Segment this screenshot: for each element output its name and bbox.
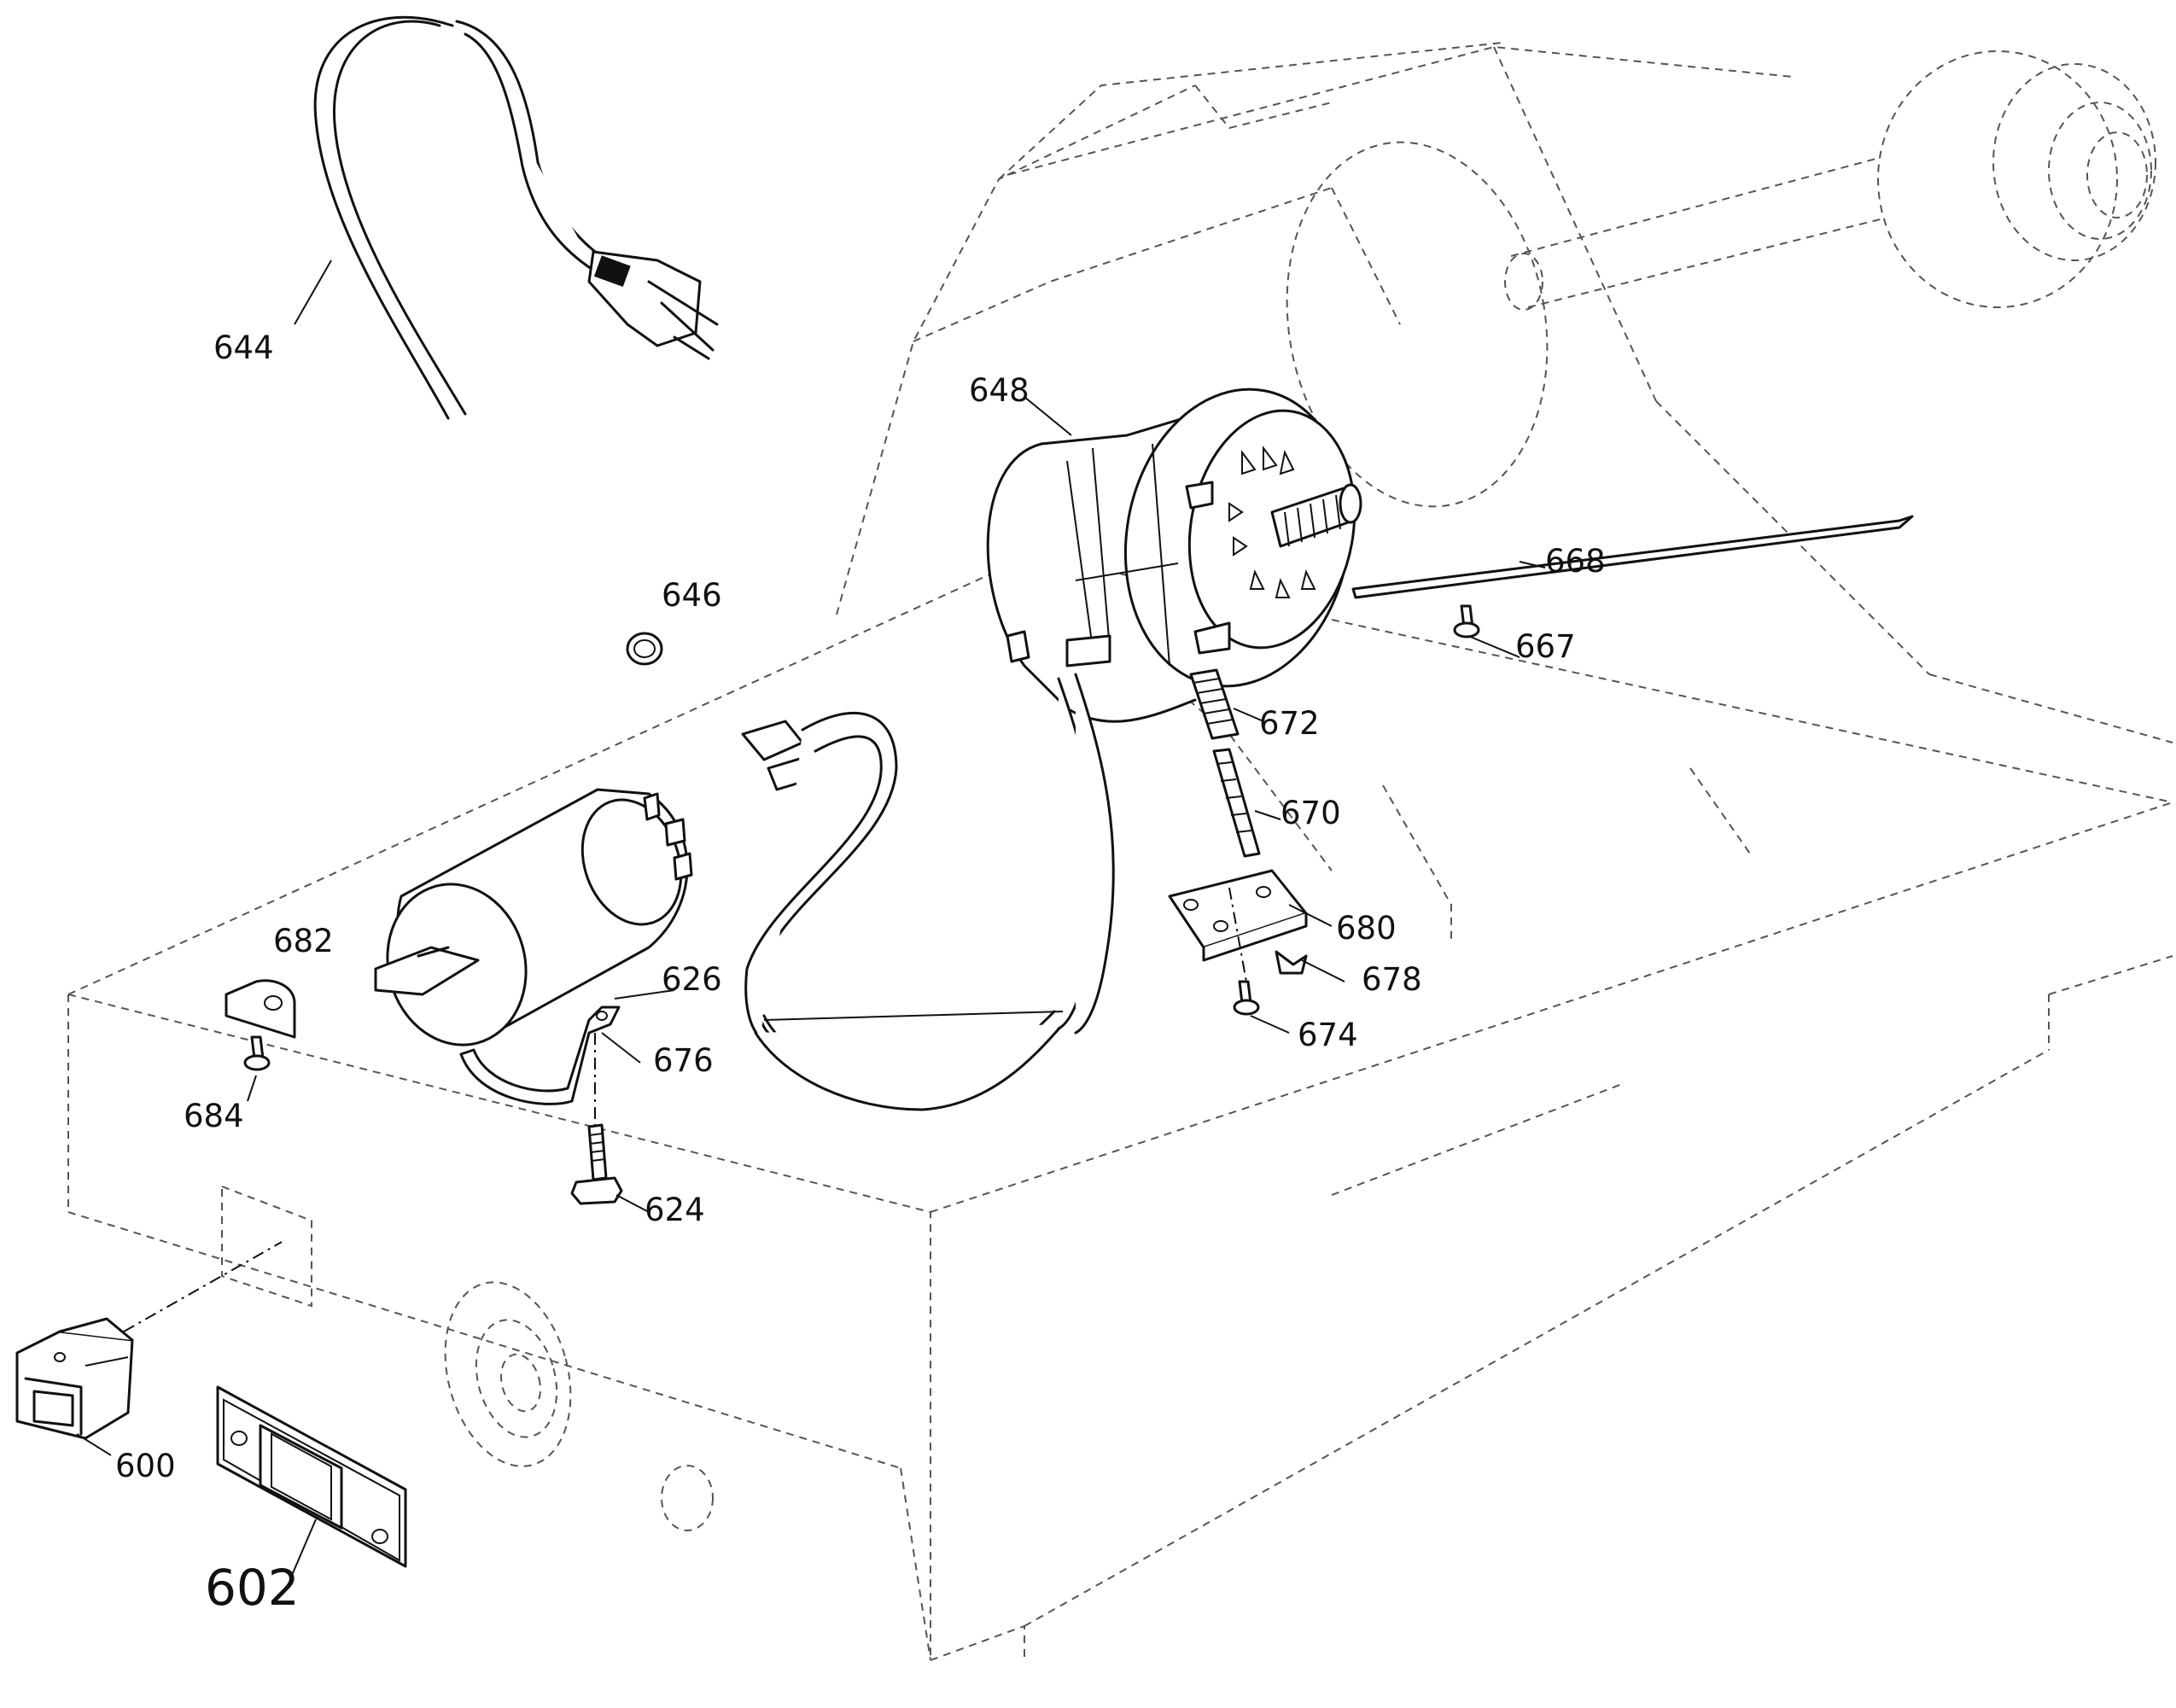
screw-667 [1453, 604, 1480, 638]
capacitor-626 [374, 788, 693, 1046]
capacitor-wires [741, 673, 1115, 1111]
label-644: 644 [213, 329, 274, 366]
label-668: 668 [1545, 543, 1606, 580]
label-624: 624 [645, 1192, 705, 1228]
threaded-rod-670 [1212, 748, 1261, 858]
label-674: 674 [1298, 1017, 1358, 1053]
assembly-axis-lines [123, 887, 1247, 1332]
wing-nut-678 [1275, 950, 1308, 975]
bolt-624 [570, 1123, 623, 1205]
label-plate-602 [216, 1385, 407, 1568]
label-684: 684 [184, 1098, 244, 1134]
label-670: 670 [1281, 795, 1341, 831]
power-cord-644 [313, 15, 719, 420]
rod-668 [1351, 515, 1914, 599]
screw-684 [243, 1035, 271, 1071]
label-626: 626 [662, 961, 722, 998]
bracket-682 [225, 979, 296, 1039]
switch-600 [15, 1317, 134, 1440]
label-667: 667 [1515, 628, 1576, 665]
label-682: 682 [273, 923, 334, 959]
label-600: 600 [115, 1448, 176, 1484]
machine-body-outline [67, 42, 2173, 1661]
screw-674 [1233, 980, 1260, 1016]
leader-lines [76, 259, 1546, 1580]
plate-680 [1168, 869, 1308, 962]
label-676: 676 [653, 1042, 714, 1079]
clamp-676 [459, 1006, 621, 1105]
motor-648 [986, 388, 1362, 723]
part-labels: 644 648 646 668 667 672 670 680 678 674 … [115, 329, 1606, 1617]
label-648: 648 [969, 372, 1030, 409]
label-680: 680 [1336, 910, 1397, 947]
label-602: 602 [205, 1559, 300, 1617]
label-672: 672 [1259, 705, 1320, 742]
label-678: 678 [1362, 961, 1422, 998]
spring-672 [1189, 668, 1240, 740]
grommet-646 [626, 632, 663, 666]
label-646: 646 [662, 577, 722, 614]
